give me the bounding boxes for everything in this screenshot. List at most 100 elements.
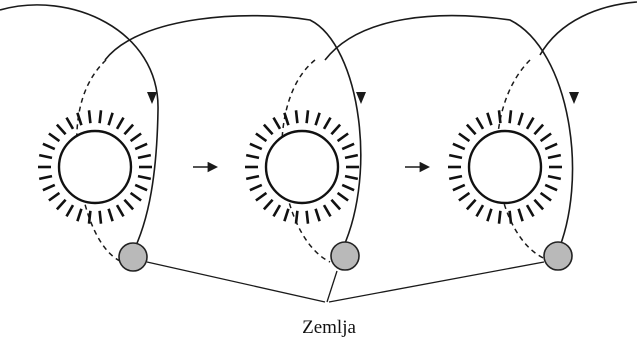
sun-ray bbox=[135, 185, 147, 190]
sun-ray bbox=[545, 144, 557, 149]
sun-ray bbox=[487, 209, 491, 221]
sun-ray bbox=[250, 144, 262, 149]
sun-ray bbox=[307, 110, 308, 123]
sun-ray bbox=[124, 125, 133, 135]
orbit-direction-arrow-3 bbox=[569, 92, 579, 104]
sun-disc bbox=[266, 131, 338, 203]
sun-ray bbox=[477, 118, 484, 129]
earth bbox=[544, 242, 572, 270]
sun-ray bbox=[67, 205, 74, 216]
sun-ray bbox=[331, 200, 340, 210]
sun-ray bbox=[527, 118, 534, 129]
earth-pointer-line-3 bbox=[329, 262, 544, 302]
sun-ray bbox=[541, 134, 552, 142]
sun-ray bbox=[499, 110, 500, 123]
sun-ray bbox=[548, 155, 561, 158]
orbit-arc-4 bbox=[540, 2, 637, 55]
sun-ray bbox=[459, 193, 470, 201]
earth bbox=[331, 242, 359, 270]
sun-ray bbox=[338, 193, 349, 201]
sun-ray bbox=[49, 134, 60, 142]
sun-ray bbox=[100, 211, 101, 224]
sun-ray bbox=[331, 125, 340, 135]
sun-ray bbox=[342, 144, 354, 149]
sun-ray bbox=[67, 118, 74, 129]
earth bbox=[119, 243, 147, 271]
sun-ray bbox=[541, 193, 552, 201]
sun-ray bbox=[43, 185, 55, 190]
sun-ray bbox=[117, 205, 124, 216]
sun-ray bbox=[117, 118, 124, 129]
orbit-direction-arrow-2 bbox=[356, 92, 366, 104]
sun-ray bbox=[89, 211, 90, 224]
sun-ray bbox=[345, 176, 358, 179]
sun-ray bbox=[100, 110, 101, 123]
earth-label: Zemlja bbox=[302, 317, 356, 338]
sun-ray bbox=[453, 185, 465, 190]
sun bbox=[245, 110, 359, 223]
sun-ray bbox=[453, 144, 465, 149]
sun-ray bbox=[131, 193, 142, 201]
sun-ray bbox=[519, 209, 523, 221]
sun-ray bbox=[459, 134, 470, 142]
earth-pointer-line-1 bbox=[147, 262, 325, 302]
sun-ray bbox=[274, 205, 281, 216]
sun-ray bbox=[467, 125, 476, 135]
sun-ray bbox=[284, 209, 288, 221]
sun-ray bbox=[477, 205, 484, 216]
sun-ray bbox=[124, 200, 133, 210]
sun-ray bbox=[256, 193, 267, 201]
sun bbox=[38, 110, 152, 223]
sun-ray bbox=[534, 125, 543, 135]
sun-ray bbox=[57, 125, 66, 135]
sun-ray bbox=[131, 134, 142, 142]
sun-ray bbox=[316, 209, 320, 221]
sun-ray bbox=[548, 176, 561, 179]
sun-ray bbox=[138, 176, 151, 179]
sun-ray bbox=[89, 110, 90, 123]
sun-ray bbox=[342, 185, 354, 190]
sun-ray bbox=[499, 211, 500, 224]
sun-ray bbox=[274, 118, 281, 129]
sun-ray bbox=[49, 193, 60, 201]
sun-disc bbox=[59, 131, 131, 203]
sun-ray bbox=[324, 205, 331, 216]
sun-ray bbox=[519, 113, 523, 125]
sun-ray bbox=[135, 144, 147, 149]
sun-ray bbox=[324, 118, 331, 129]
sun-ray bbox=[467, 200, 476, 210]
sun-ray bbox=[57, 200, 66, 210]
sun-ray bbox=[307, 211, 308, 224]
sun-ray bbox=[246, 176, 259, 179]
sun-ray bbox=[510, 211, 511, 224]
sun-ray bbox=[39, 155, 52, 158]
sun-ray bbox=[256, 134, 267, 142]
sun-ray bbox=[296, 211, 297, 224]
sun-ray bbox=[264, 200, 273, 210]
sun-ray bbox=[250, 185, 262, 190]
sun-ray bbox=[510, 110, 511, 123]
earth-pointer-line-2 bbox=[327, 271, 337, 302]
sun-ray bbox=[246, 155, 259, 158]
sun-ray bbox=[338, 134, 349, 142]
sun-ray bbox=[449, 176, 462, 179]
sun-ray bbox=[39, 176, 52, 179]
sun-ray bbox=[534, 200, 543, 210]
sun-ray bbox=[545, 185, 557, 190]
sun-ray bbox=[296, 110, 297, 123]
sun-disc bbox=[469, 131, 541, 203]
sun-ray bbox=[345, 155, 358, 158]
sun-ray bbox=[316, 113, 320, 125]
sun-ray bbox=[527, 205, 534, 216]
sun-ray bbox=[449, 155, 462, 158]
sun-ray bbox=[43, 144, 55, 149]
orbit-direction-arrow-1 bbox=[147, 92, 157, 104]
sun-ray bbox=[109, 209, 113, 221]
sun-ray bbox=[487, 113, 491, 125]
sun-ray bbox=[264, 125, 273, 135]
orbit-arc-3 bbox=[325, 16, 573, 256]
sun-ray bbox=[77, 209, 81, 221]
sun-ray bbox=[138, 155, 151, 158]
sun-ray bbox=[109, 113, 113, 125]
